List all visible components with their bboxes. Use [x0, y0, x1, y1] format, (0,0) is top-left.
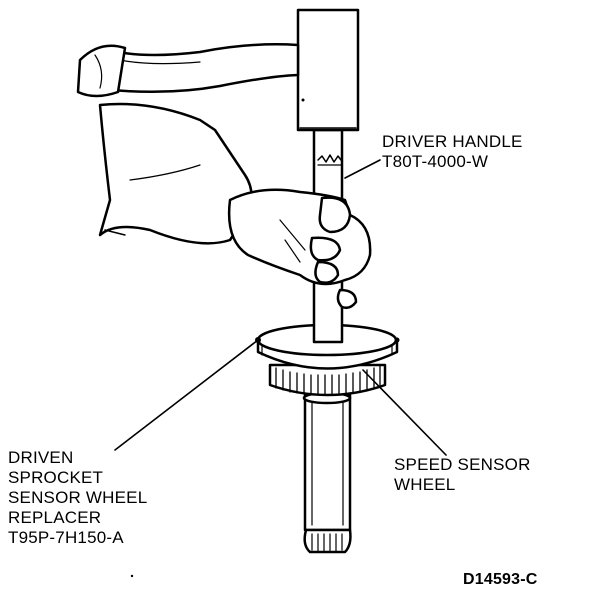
figure-id: D14593-C	[463, 571, 538, 588]
speed-sensor-label-line-2: WHEEL	[394, 475, 456, 494]
lower-hand	[227, 188, 372, 310]
replacer-label-line-4: REPLACER	[8, 508, 102, 527]
driver-handle-label: DRIVER HANDLE T80T-4000-W	[382, 132, 523, 172]
upper-hand	[76, 44, 127, 98]
speed-sensor-label-line-1: SPEED SENSOR	[394, 455, 531, 474]
replacer-label-line-2: SPROCKET	[8, 468, 104, 487]
driver-handle-label-line-1: DRIVER HANDLE	[382, 132, 523, 151]
output-shaft	[302, 391, 352, 554]
speed-sensor-wheel-label: SPEED SENSOR WHEEL	[394, 455, 531, 495]
speed-sensor-wheel-part	[268, 363, 387, 397]
replacer-label-line-3: SENSOR WHEEL	[8, 488, 148, 507]
driver-handle-label-line-2: T80T-4000-W	[382, 152, 489, 171]
replacer-label: DRIVEN SPROCKET SENSOR WHEEL REPLACER T9…	[8, 448, 147, 548]
hammer	[110, 8, 360, 132]
arm-sleeve	[98, 102, 253, 245]
leader-lines	[114, 159, 447, 456]
replacer-label-line-1: DRIVEN	[8, 448, 74, 467]
replacer-label-line-5: T95P-7H150-A	[8, 528, 124, 547]
